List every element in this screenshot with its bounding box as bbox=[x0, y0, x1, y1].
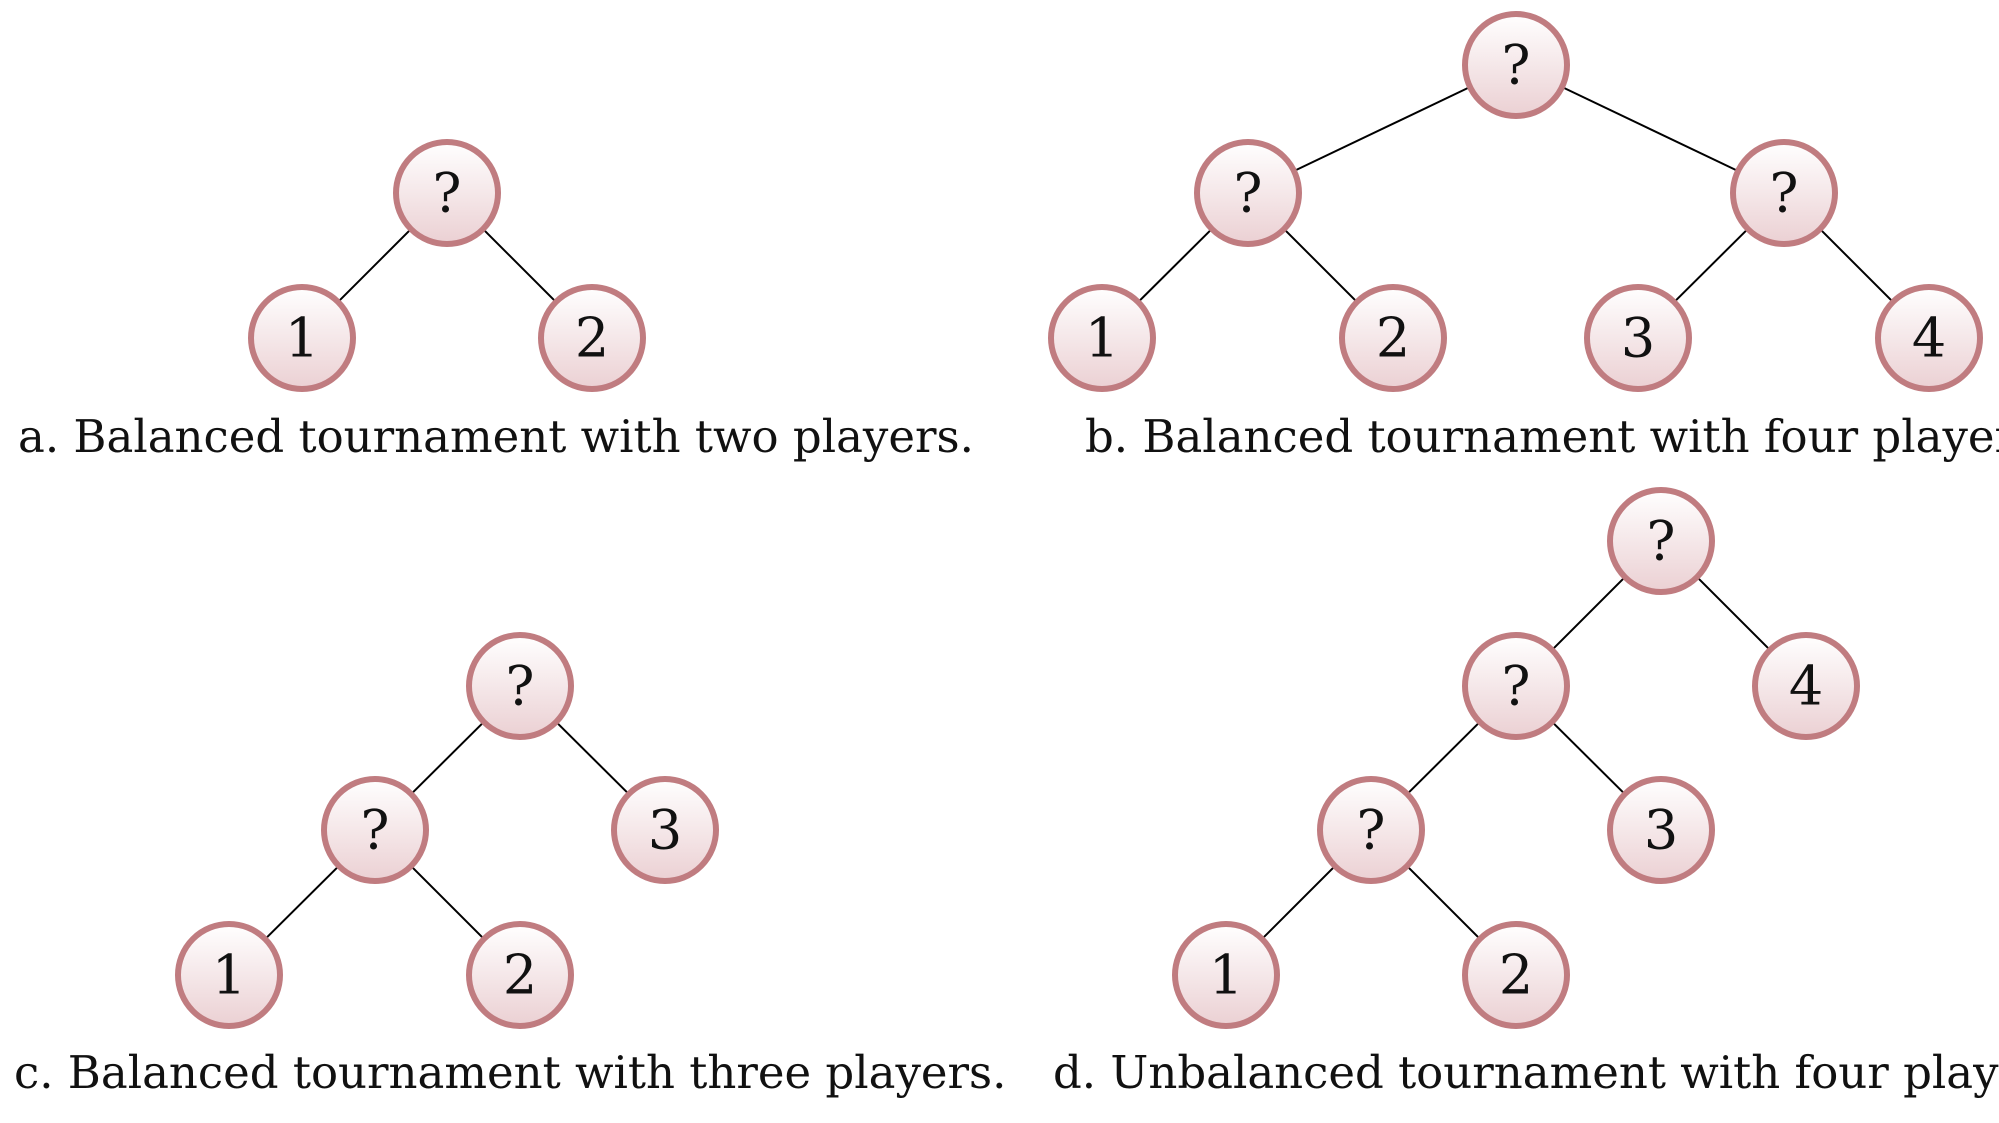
tree-c-edge-root-p3 bbox=[555, 721, 630, 795]
node-label: 2 bbox=[575, 307, 609, 370]
tree-c-node-root: ? bbox=[466, 632, 574, 740]
node-label: 2 bbox=[503, 944, 537, 1007]
caption-a: a. Balanced tournament with two players. bbox=[18, 410, 974, 463]
node-label: ? bbox=[1502, 655, 1531, 718]
node-circle bbox=[1462, 11, 1570, 119]
tree-d-edge-m2-p2 bbox=[1406, 865, 1481, 940]
node-circle bbox=[248, 284, 356, 392]
node-circle bbox=[1607, 487, 1715, 595]
tree-b-node-m2: ? bbox=[1730, 139, 1838, 247]
tree-c-edge-root-m1 bbox=[410, 721, 485, 795]
node-label: 3 bbox=[1621, 307, 1655, 370]
node-label: ? bbox=[361, 799, 390, 862]
node-label: 2 bbox=[1376, 307, 1410, 370]
tree-a-node-p1: 1 bbox=[248, 284, 356, 392]
node-label: ? bbox=[433, 162, 462, 225]
caption-d: d. Unbalanced tournament with four playe… bbox=[1053, 1046, 1999, 1099]
node-circle bbox=[1584, 284, 1692, 392]
node-circle bbox=[393, 139, 501, 247]
tree-d-node-m1: ? bbox=[1462, 632, 1570, 740]
caption-b: b. Balanced tournament with four players… bbox=[1085, 410, 1999, 463]
node-label: 1 bbox=[212, 944, 246, 1007]
tree-d-edge-m2-p1 bbox=[1261, 865, 1336, 940]
tree-d-edge-m1-m2 bbox=[1406, 721, 1481, 795]
node-circle bbox=[1194, 139, 1302, 247]
tree-b-node-root: ? bbox=[1462, 11, 1570, 119]
node-circle bbox=[466, 632, 574, 740]
node-circle bbox=[1607, 776, 1715, 884]
tree-b-edge-m1-p2 bbox=[1283, 228, 1358, 303]
tree-d-node-p4: 4 bbox=[1752, 632, 1860, 740]
tree-d-node-m2: ? bbox=[1317, 776, 1425, 884]
node-label: 3 bbox=[648, 799, 682, 862]
node-label: ? bbox=[506, 655, 535, 718]
node-label: ? bbox=[1502, 34, 1531, 97]
tree-b-node-p4: 4 bbox=[1875, 284, 1983, 392]
tree-b-edge-root-m1 bbox=[1293, 86, 1471, 172]
tree-b-edge-m2-p3 bbox=[1673, 228, 1749, 303]
tree-b-node-p3: 3 bbox=[1584, 284, 1692, 392]
tree-d-node-p2: 2 bbox=[1462, 921, 1570, 1029]
node-label: 1 bbox=[285, 307, 319, 370]
node-circle bbox=[611, 776, 719, 884]
node-circle bbox=[1875, 284, 1983, 392]
node-label: 4 bbox=[1789, 655, 1823, 718]
tree-c-node-p2: 2 bbox=[466, 921, 574, 1029]
tree-c-edge-m1-p1 bbox=[264, 865, 340, 940]
tree-d-edge-m1-p3 bbox=[1551, 721, 1626, 795]
node-label: 3 bbox=[1644, 799, 1678, 862]
node-label: ? bbox=[1234, 162, 1263, 225]
tree-a-edge-root-p1 bbox=[337, 228, 412, 303]
node-circle bbox=[1317, 776, 1425, 884]
tree-b-edge-m1-p1 bbox=[1137, 228, 1213, 303]
node-circle bbox=[1730, 139, 1838, 247]
tree-a-node-p2: 2 bbox=[538, 284, 646, 392]
node-label: 2 bbox=[1499, 944, 1533, 1007]
tree-d-node-p3: 3 bbox=[1607, 776, 1715, 884]
node-label: 1 bbox=[1209, 944, 1243, 1007]
node-circle bbox=[1462, 632, 1570, 740]
nodes-layer: ? 1 2??? 1 2 3 4?? 3 1 2?? 4? 3 1 2 bbox=[175, 11, 1983, 1029]
captions-layer: a. Balanced tournament with two players.… bbox=[14, 410, 1999, 1099]
node-circle bbox=[1462, 921, 1570, 1029]
caption-c: c. Balanced tournament with three player… bbox=[14, 1046, 1006, 1099]
node-label: 1 bbox=[1085, 307, 1119, 370]
tree-b-edge-root-m2 bbox=[1561, 86, 1739, 172]
edges-layer bbox=[264, 86, 1894, 940]
node-label: ? bbox=[1770, 162, 1799, 225]
tree-d-edge-root-p4 bbox=[1696, 576, 1771, 651]
node-circle bbox=[466, 921, 574, 1029]
tree-d-node-p1: 1 bbox=[1172, 921, 1280, 1029]
tree-c-node-p1: 1 bbox=[175, 921, 283, 1029]
tree-c-node-p3: 3 bbox=[611, 776, 719, 884]
tree-c-edge-m1-p2 bbox=[410, 865, 485, 940]
node-circle bbox=[1172, 921, 1280, 1029]
node-circle bbox=[1339, 284, 1447, 392]
node-label: ? bbox=[1357, 799, 1386, 862]
node-circle bbox=[321, 776, 429, 884]
node-circle bbox=[175, 921, 283, 1029]
tree-b-node-p2: 2 bbox=[1339, 284, 1447, 392]
tree-c-node-m1: ? bbox=[321, 776, 429, 884]
node-circle bbox=[1752, 632, 1860, 740]
tree-b-node-p1: 1 bbox=[1048, 284, 1156, 392]
node-label: ? bbox=[1647, 510, 1676, 573]
node-circle bbox=[1048, 284, 1156, 392]
tree-d-edge-root-m1 bbox=[1551, 576, 1626, 651]
node-label: 4 bbox=[1912, 307, 1946, 370]
tree-a-edge-root-p2 bbox=[482, 228, 557, 303]
node-circle bbox=[538, 284, 646, 392]
tree-b-edge-m2-p4 bbox=[1819, 228, 1894, 303]
tree-b-node-m1: ? bbox=[1194, 139, 1302, 247]
tree-a-node-root: ? bbox=[393, 139, 501, 247]
tree-d-node-root: ? bbox=[1607, 487, 1715, 595]
